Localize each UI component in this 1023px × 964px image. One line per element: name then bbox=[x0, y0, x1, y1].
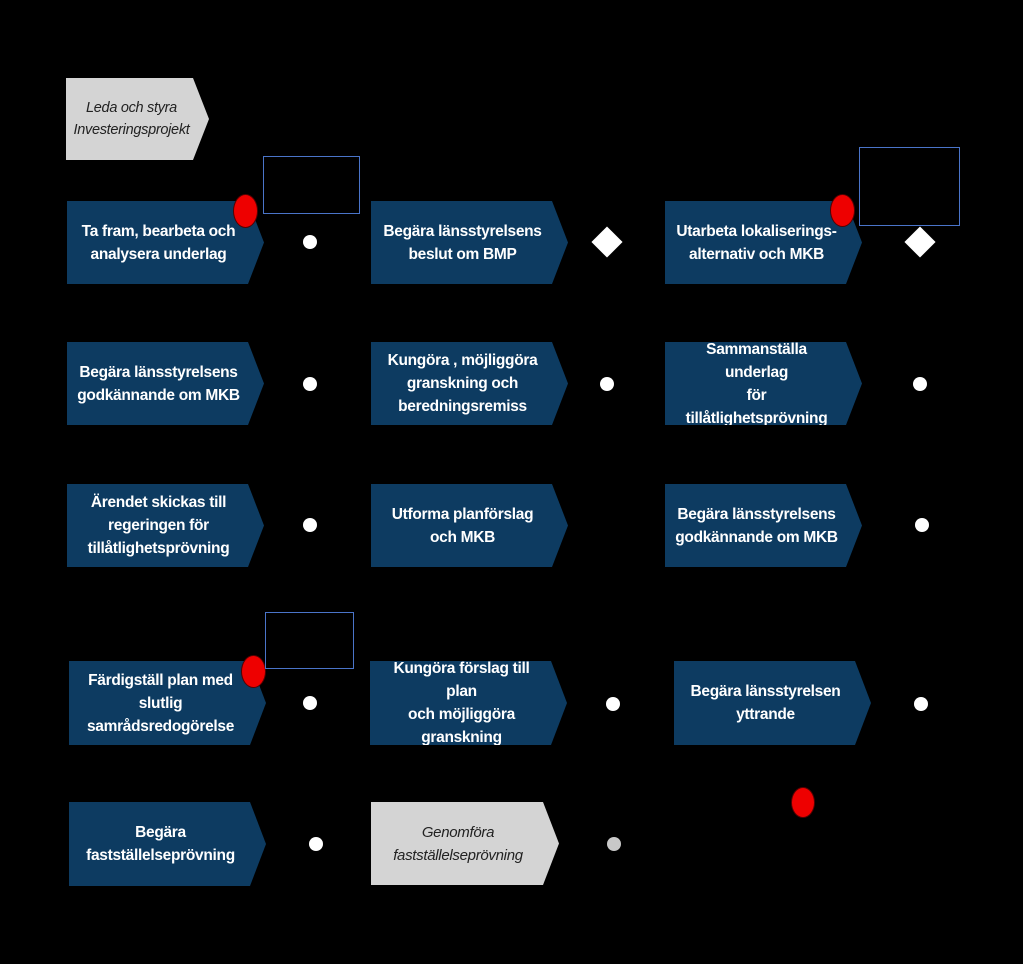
step-begara-faststallelseprovning: Begära fastställelseprövning bbox=[69, 802, 266, 886]
step-utarbeta-lokalisering: Utarbeta lokaliserings- alternativ och M… bbox=[665, 201, 862, 284]
step-begara-godkannande-mkb-2: Begära länsstyrelsens godkännande om MKB bbox=[665, 484, 862, 567]
event-dot bbox=[913, 377, 927, 391]
step-label: Kungöra , möjliggöra granskning och bere… bbox=[387, 352, 538, 415]
step-label: Begära länsstyrelsens godkännande om MKB bbox=[675, 505, 838, 546]
step-label: Begära fastställelseprövning bbox=[86, 824, 235, 864]
step-label: Kungöra förslag till plan och möjliggöra… bbox=[393, 660, 530, 746]
step-begara-yttrande: Begära länsstyrelsen yttrande bbox=[674, 661, 871, 745]
step-kungora-forslag: Kungöra förslag till plan och möjliggöra… bbox=[370, 661, 567, 745]
event-dot bbox=[915, 518, 929, 532]
header-process-leda-och-styra: Leda och styra Investeringsprojekt bbox=[66, 78, 209, 160]
step-ta-fram-underlag: Ta fram, bearbeta och analysera underlag bbox=[67, 201, 264, 284]
event-dot bbox=[607, 837, 621, 851]
step-label: Begära länsstyrelsens godkännande om MKB bbox=[77, 363, 240, 404]
subprocess-genomfora-faststallelseprovning: Genomföra fastställelseprövning bbox=[371, 802, 559, 885]
step-begara-godkannande-mkb: Begära länsstyrelsens godkännande om MKB bbox=[67, 342, 264, 425]
event-dot bbox=[303, 518, 317, 532]
step-utforma-planforslag: Utforma planförslag och MKB bbox=[371, 484, 568, 567]
event-dot bbox=[606, 697, 620, 711]
step-label: Utforma planförslag och MKB bbox=[391, 505, 534, 546]
note-box bbox=[859, 147, 960, 226]
header-process-label: Leda och styra Investeringsprojekt bbox=[73, 100, 190, 138]
decision-diamond bbox=[591, 226, 623, 258]
event-dot bbox=[600, 377, 614, 391]
step-label: Genomföra fastställelseprövning bbox=[393, 823, 523, 864]
step-kungora-granskning: Kungöra , möjliggöra granskning och bere… bbox=[371, 342, 568, 425]
step-label: Färdigställ plan med slutlig samrådsredo… bbox=[86, 671, 235, 735]
step-sammanstalla-underlag: Sammanställa underlag för tillåtlighetsp… bbox=[665, 342, 862, 425]
step-label: Sammanställa underlag för tillåtlighetsp… bbox=[685, 340, 828, 427]
step-label: Ta fram, bearbeta och analysera underlag bbox=[81, 222, 236, 263]
step-arendet-till-regeringen: Ärendet skickas till regeringen för till… bbox=[67, 484, 264, 567]
step-begara-beslut-bmp: Begära länsstyrelsens beslut om BMP bbox=[371, 201, 568, 284]
decision-diamond bbox=[904, 226, 936, 258]
red-marker bbox=[233, 194, 258, 228]
step-label: Begära länsstyrelsen yttrande bbox=[690, 683, 841, 723]
red-marker bbox=[241, 655, 266, 688]
step-fardigstall-plan: Färdigställ plan med slutlig samrådsredo… bbox=[69, 661, 266, 745]
event-dot bbox=[309, 837, 323, 851]
step-label: Ärendet skickas till regeringen för till… bbox=[87, 494, 230, 557]
event-dot bbox=[303, 696, 317, 710]
event-dot bbox=[303, 235, 317, 249]
event-dot bbox=[914, 697, 928, 711]
note-box bbox=[263, 156, 360, 214]
event-dot bbox=[303, 377, 317, 391]
red-marker bbox=[830, 194, 855, 227]
step-label: Begära länsstyrelsens beslut om BMP bbox=[383, 222, 542, 263]
note-box bbox=[265, 612, 354, 669]
red-marker bbox=[791, 787, 815, 818]
step-label: Utarbeta lokaliserings- alternativ och M… bbox=[676, 222, 837, 263]
